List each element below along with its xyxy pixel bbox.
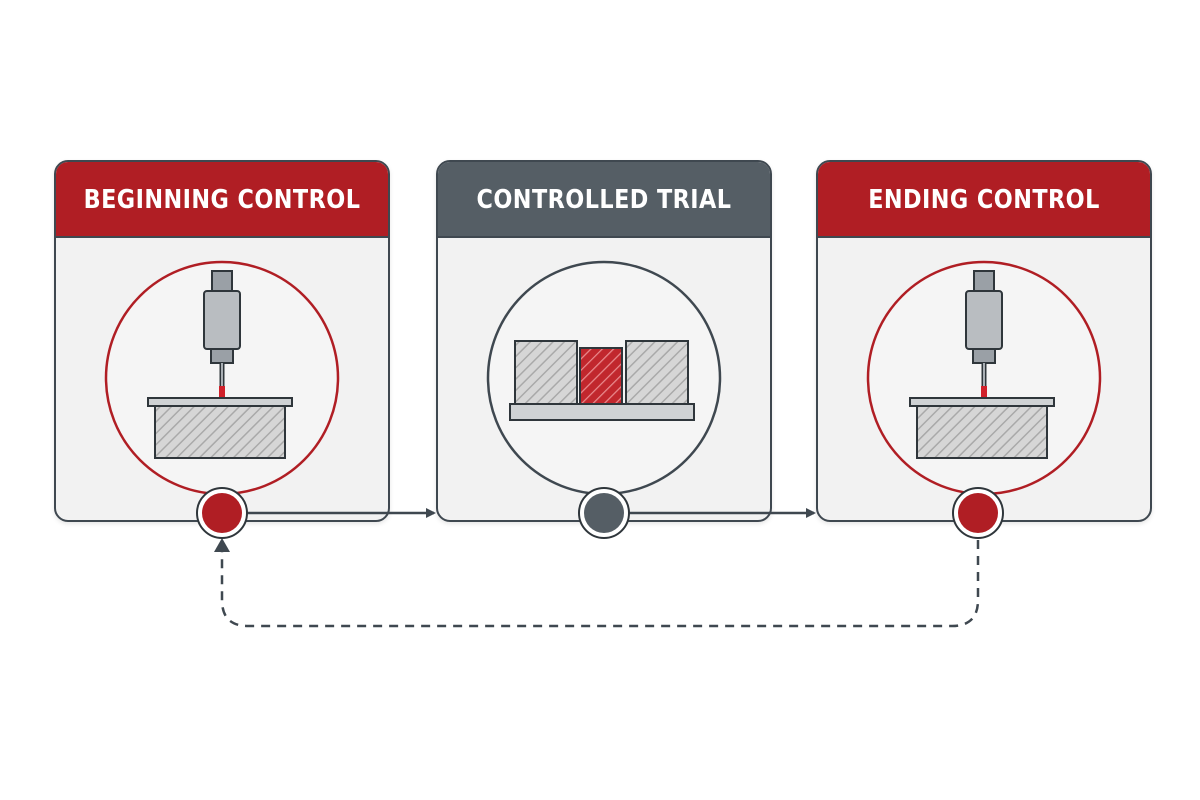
node-trial <box>578 487 630 539</box>
loop-back-arrowhead <box>214 538 230 552</box>
step-header: BEGINNING CONTROL <box>56 162 388 238</box>
fixture-plate-icon <box>509 403 695 421</box>
node-beginning <box>196 487 248 539</box>
step-header: CONTROLLED TRIAL <box>438 162 770 238</box>
loop-back-arrow <box>220 540 980 628</box>
probe-icon <box>965 270 1003 400</box>
step-title: CONTROLLED TRIAL <box>476 185 732 215</box>
measured-block-icon <box>147 397 293 459</box>
measured-block-icon <box>909 397 1055 459</box>
step-header: ENDING CONTROL <box>818 162 1150 238</box>
step-title: ENDING CONTROL <box>868 185 1100 215</box>
trial-blocks <box>514 340 689 405</box>
step-title: BEGINNING CONTROL <box>83 185 361 215</box>
highlighted-block-icon <box>579 347 623 405</box>
probe-icon <box>203 270 241 400</box>
node-ending <box>952 487 1004 539</box>
